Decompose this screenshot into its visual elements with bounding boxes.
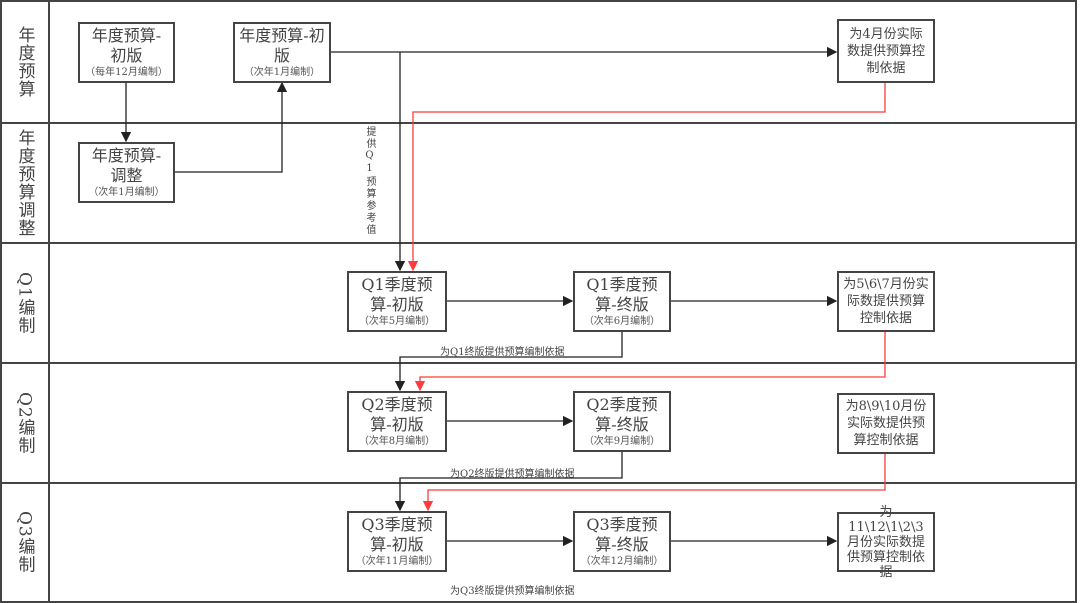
lane-q2: Q2编制 <box>0 362 1077 482</box>
box-q2-final[interactable]: Q2季度预算-终版（次年9月编制） <box>573 391 671 452</box>
lane-q1: Q1编制 <box>0 242 1077 362</box>
box-q1-control[interactable]: 为5\6\7月份实际数提供预算控制依据 <box>837 271 935 332</box>
red-arrow-q1-control-to-q2 <box>414 331 886 392</box>
lane-annual-adjust: 年度预算调整 <box>0 122 1077 242</box>
box-annual-initial-jan[interactable]: 年度预算-初版（次年1月编制） <box>233 22 331 83</box>
lane-label: Q2编制 <box>14 391 35 455</box>
box-annual-initial-dec[interactable]: 年度预算-初版（每年12月编制） <box>78 22 175 83</box>
red-arrow-q2-control-to-q3 <box>422 451 886 512</box>
box-annual-control[interactable]: 为4月份实际数提供预算控制依据 <box>837 19 935 83</box>
label-q2-basis: 为Q2终版提供预算编制依据 <box>450 469 575 480</box>
box-q3-initial[interactable]: Q3季度预算-初版（次年11月编制） <box>347 511 447 572</box>
box-q1-final[interactable]: Q1季度预算-终版（次年6月编制） <box>573 271 671 332</box>
label-q1-reference: 提供Q1预算参考值 <box>364 126 375 236</box>
label-q1-basis: 为Q1终版提供预算编制依据 <box>440 347 565 358</box>
label-q3-basis: 为Q3终版提供预算编制依据 <box>450 586 575 597</box>
box-q1-initial[interactable]: Q1季度预算-初版（次年5月编制） <box>347 271 447 332</box>
lane-q3: Q3编制 <box>0 482 1077 603</box>
lane-label: 年度预算 <box>14 26 35 98</box>
arrow-adjust-to-initial-jan <box>174 81 288 173</box>
red-arrow-annual-control-to-q1 <box>407 82 886 272</box>
lane-label: Q3编制 <box>14 511 35 574</box>
lane-annual-budget: 年度预算 <box>0 0 1077 122</box>
arrow-q2-final-to-q3 <box>394 451 623 512</box>
box-q2-initial[interactable]: Q2季度预算-初版（次年8月编制） <box>347 391 447 452</box>
lane-label: Q1编制 <box>14 271 35 335</box>
lane-label: 年度预算调整 <box>14 129 35 237</box>
box-annual-adjust[interactable]: 年度预算-调整（次年1月编制） <box>78 142 175 203</box>
arrow-q1-final-to-q2 <box>394 331 623 392</box>
box-q2-control[interactable]: 为8\9\10月份实际数提供预算控制依据 <box>837 393 935 454</box>
box-q3-final[interactable]: Q3季度预算-终版（次年12月编制） <box>573 511 671 572</box>
box-q3-control[interactable]: 为11\12\1\2\3月份实际数提供预算控制依据 <box>837 505 935 580</box>
